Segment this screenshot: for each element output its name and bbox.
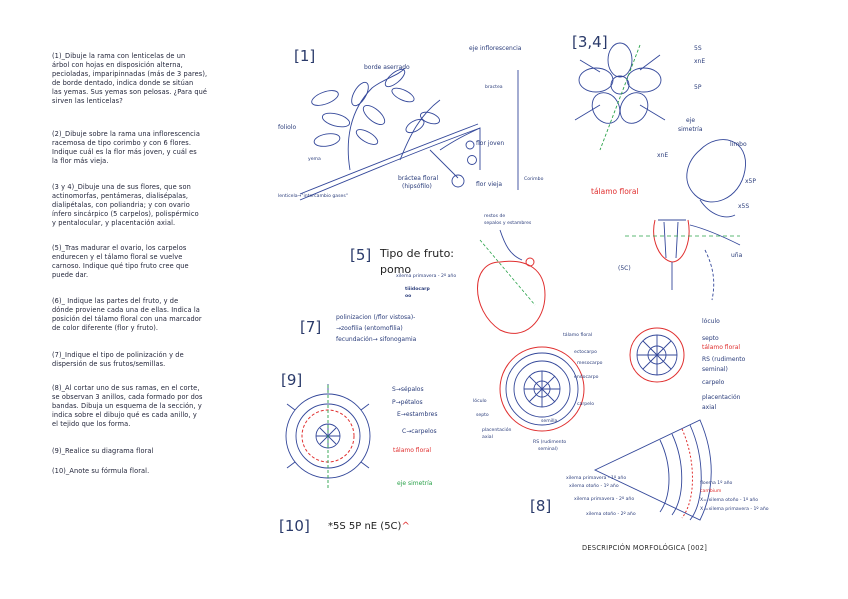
- label-xilema-oto-2: xilema otoño - 2º año: [586, 512, 636, 517]
- label-x5s: x5S: [738, 203, 749, 210]
- label-ectocarpo: ectocarpo: [574, 350, 597, 355]
- label-hipsofilo: (hipsófilo): [402, 183, 432, 190]
- label-talamo-floral-red: tálamo floral: [591, 187, 639, 196]
- formula-mark: ^: [401, 521, 409, 532]
- label-5c: (5C): [618, 265, 631, 272]
- label-estambres: E→estambres: [397, 411, 437, 418]
- fruit-type-title: Tipo de fruto:: [380, 247, 454, 260]
- label-petalos: P→pétalos: [392, 399, 423, 406]
- label-una: uña: [731, 252, 742, 259]
- label-5s: 5S: [694, 45, 702, 52]
- label-restos: restos de: [484, 214, 505, 219]
- zoophily-line: →zoofilia (entomofilia): [336, 325, 403, 332]
- label-rs: RS (rudimento: [533, 440, 566, 445]
- label-xilema-prim-1: xilema primavera - 1º año: [566, 476, 626, 481]
- label-axial: axial: [482, 435, 493, 440]
- floral-formula: *5S 5P nE (5C)^: [328, 521, 410, 532]
- label-carpelos: C→carpelos: [402, 428, 437, 435]
- pome-fruit-drawing: [478, 230, 546, 333]
- label-bractea: bractea: [485, 85, 503, 90]
- label-eje-simetria-9: eje simetría: [397, 480, 432, 487]
- label-xilema-r4: X =xilema primavera - 1º año: [700, 507, 769, 512]
- label-limbo: limbo: [730, 141, 747, 148]
- label-xne: xnE: [694, 58, 705, 65]
- label-talamo-9: tálamo floral: [393, 447, 431, 454]
- label-5p: 5P: [694, 84, 701, 91]
- label-eje-inflorescencia: eje inflorescencia: [469, 45, 521, 52]
- label-sepalos-estambres: sepalos y estambres: [484, 221, 531, 226]
- label-fruit-talamo: tálamo floral: [563, 333, 592, 338]
- label-xne-2: xnE: [657, 152, 668, 159]
- label-borde: borde aserrado: [364, 64, 410, 71]
- label-carpelo: carpelo: [577, 402, 594, 407]
- label-loculo: lóculo: [473, 399, 487, 404]
- label-septo-2: septo: [702, 335, 719, 342]
- label-xilema-oto-1: xilema otoño - 1º año: [569, 484, 619, 489]
- label-xilema-r3: X= xilema otoño - 1º año: [700, 498, 758, 503]
- label-sepalos: S→sépalos: [392, 386, 424, 393]
- label-foliolo: foliolo: [278, 124, 296, 131]
- label-loculo-2: lóculo: [702, 318, 720, 325]
- label-x5p: x5P: [745, 178, 756, 185]
- label-eje: eje: [686, 117, 695, 124]
- label-simetria: simetría: [678, 126, 703, 133]
- flower-top-view: [575, 43, 665, 150]
- flower-side-view: [625, 140, 746, 300]
- label-overlap-1: tiiidocarp: [405, 287, 430, 292]
- label-seminal: seminal): [538, 447, 558, 452]
- label-corimbo: Corimbo: [524, 177, 543, 182]
- label-septo: septo: [476, 413, 489, 418]
- label-axial-2: axial: [702, 404, 716, 411]
- label-lenticela: lenticela→"intercambio gases": [278, 194, 348, 199]
- label-rs-2: RS (rudimento: [702, 356, 745, 363]
- formula-text: *5S 5P nE (5C): [328, 521, 401, 532]
- label-cambium: cambium: [700, 489, 721, 494]
- label-placentacion: placentación: [482, 428, 511, 433]
- footer-title: DESCRIPCIÓN MORFOLÓGICA [002]: [582, 544, 707, 552]
- label-xilema-prim-2: xilema primavera - 2º año: [574, 497, 634, 502]
- pollination-line: polinizacion (/flor vistosa)-: [336, 314, 415, 321]
- label-placentacion-2: placentación: [702, 394, 740, 401]
- label-floema: floema 1º año: [700, 481, 732, 486]
- label-yema: yema: [308, 157, 321, 162]
- fecundation-line: fecundación→ sifonogamia: [336, 336, 416, 343]
- label-endocarpo: endocarpo: [574, 375, 598, 380]
- label-bractea-floral: bráctea floral: [398, 175, 438, 182]
- label-mesocarpo: mesocarpo: [577, 361, 602, 366]
- label-flor-joven: flor joven: [476, 140, 504, 147]
- stem-section-wedge: [595, 420, 711, 520]
- label-talamo-2: tálamo floral: [702, 344, 740, 351]
- label-seminal-2: seminal): [702, 366, 728, 373]
- fruit-cross-section-small: [630, 328, 684, 382]
- label-semilla: semilla: [541, 419, 557, 424]
- label-carpelo-2: carpelo: [702, 379, 724, 386]
- label-overlap-2: oo: [405, 294, 411, 299]
- floral-diagram: [286, 384, 370, 488]
- label-flor-vieja: flor vieja: [476, 181, 502, 188]
- label-xilema-overlap: xilema primavera - 2º año: [396, 274, 456, 279]
